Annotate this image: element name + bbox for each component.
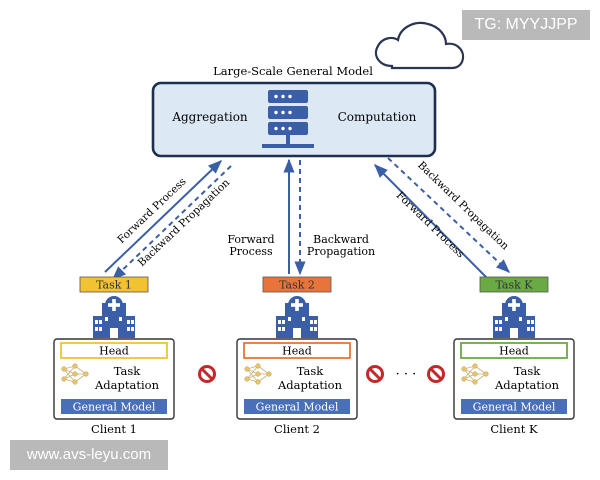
watermark-bottom: www.avs-leyu.com [10,440,168,470]
task-label: Task 2 [279,279,315,292]
client-label: Client K [490,422,538,436]
head-bar [60,342,168,359]
server-title: Large-Scale General Model [213,64,373,78]
neural-network-icon [461,363,489,385]
task-adaptation-line2: Adaptation [494,378,560,392]
prohibited-icon [366,365,384,383]
server-box [151,81,437,158]
general-model-bar [244,399,350,414]
general-model-bar [461,399,567,414]
backward-label-left: Backward Propagation [136,176,233,269]
backward-arrow-client-1 [111,165,232,280]
ellipsis: · · · [396,367,417,382]
task-adaptation-line1: Task [514,364,542,378]
backward-label-middle-1: Backward [313,233,369,246]
neural-network-icon [61,363,89,385]
task-pill [479,276,549,293]
forward-label-middle-2: Process [229,245,273,258]
aggregation-label: Aggregation [171,110,248,124]
computation-label: Computation [338,110,417,124]
backward-label-right: Backward Propagation [415,159,511,252]
general-model-label: General Model [473,401,556,414]
task-adaptation-line1: Task [114,364,142,378]
prohibited-icon [427,365,445,383]
neural-network-icon [244,363,272,385]
hospital-icon [93,296,135,338]
head-label: Head [99,345,129,358]
client-label: Client 2 [274,422,320,436]
general-model-label: General Model [73,401,156,414]
forward-label-middle-1: Forward [227,233,274,246]
task-adaptation-line2: Adaptation [94,378,160,392]
backward-label-middle-2: Propagation [307,245,375,258]
server-rack-icon [262,90,314,148]
head-bar [460,342,568,359]
cloud-icon [374,21,465,70]
hospital-icon [493,296,535,338]
forward-arrow-client-1 [104,160,223,273]
hospital-icon [276,296,318,338]
head-bar [243,342,351,359]
task-pill [79,276,149,293]
head-label: Head [282,345,312,358]
general-model-label: General Model [256,401,339,414]
watermark-top: TG: MYYJJPP [462,10,590,40]
task-adaptation-line2: Adaptation [277,378,343,392]
prohibited-icon [198,365,216,383]
task-label: Task 1 [96,279,132,292]
client-label: Client 1 [91,422,137,436]
head-label: Head [499,345,529,358]
forward-arrow-client-k [374,164,488,279]
general-model-bar [61,399,167,414]
backward-arrow-client-k [387,157,511,273]
task-pill [262,276,332,293]
task-label: Task K [495,279,533,292]
task-adaptation-line1: Task [297,364,325,378]
